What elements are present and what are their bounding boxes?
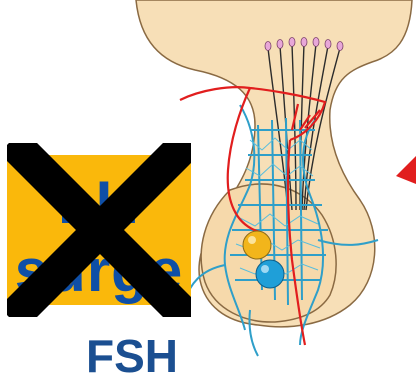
fsh-label: FSH [86,333,178,379]
x-mark-icon [7,143,191,317]
blue-cell-icon [256,260,284,288]
yellow-cell-icon [243,231,271,259]
red-arrow-icon [396,156,416,184]
